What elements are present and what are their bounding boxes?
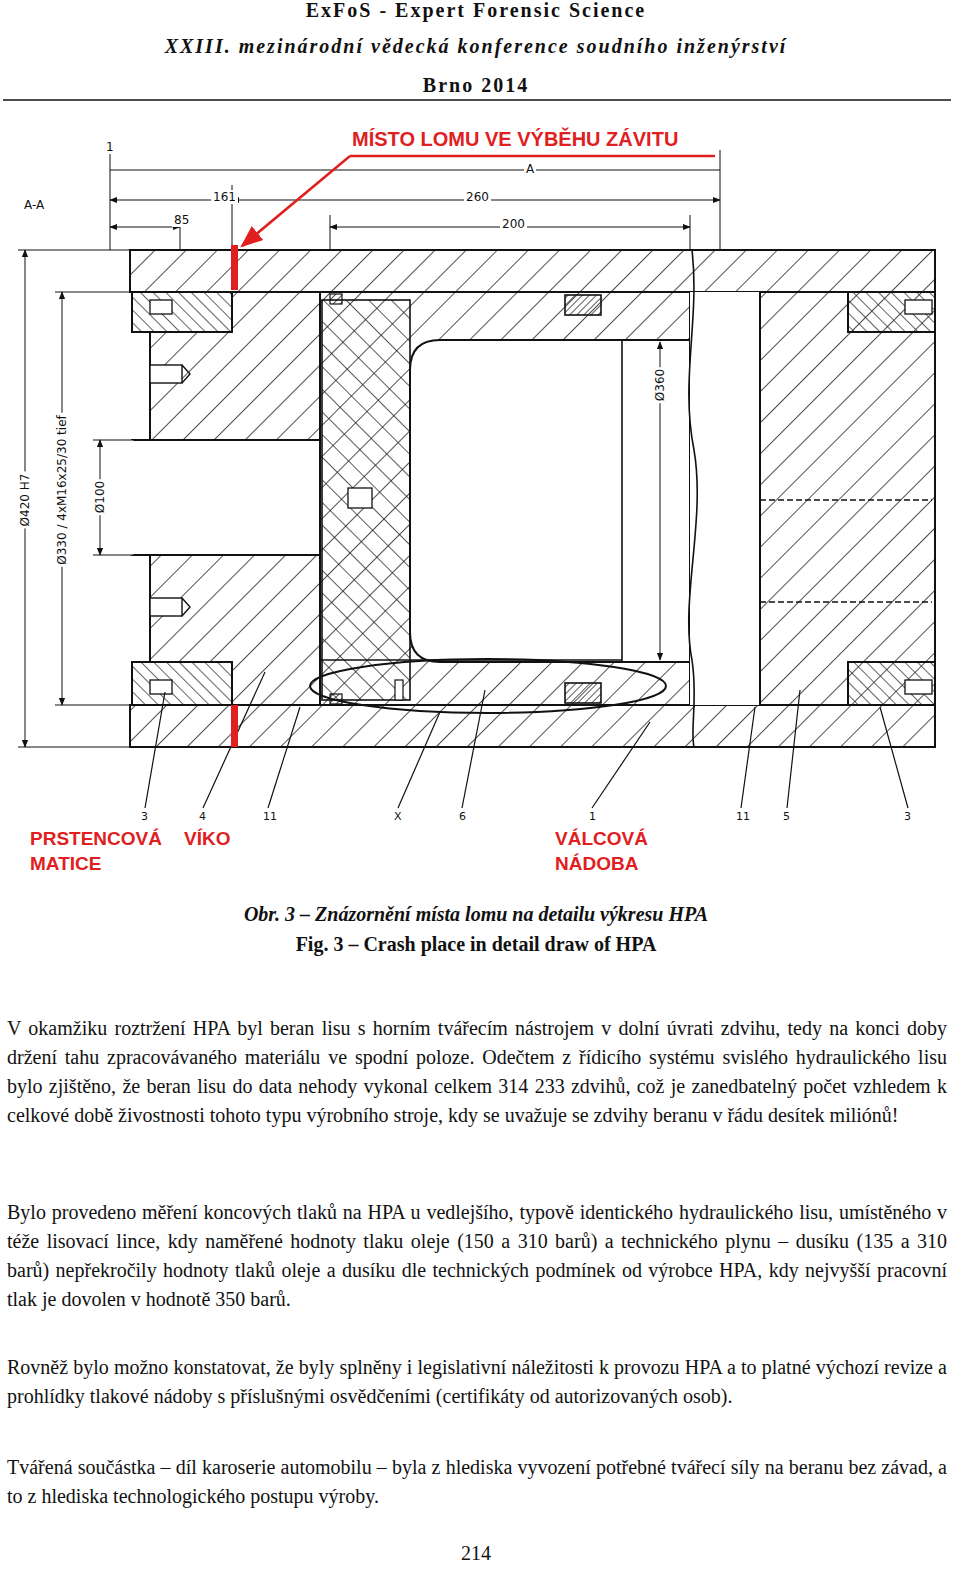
drawing-line [787, 690, 800, 808]
body-paragraph: Bylo provedeno měření koncových tlaků na… [7, 1198, 947, 1314]
callout-number: 5 [782, 810, 791, 823]
drawing-line [621, 340, 623, 662]
dimension-value: 161 [211, 190, 238, 204]
drawing-line [760, 499, 932, 500]
callout-number: X [393, 810, 403, 823]
leader-lines [145, 672, 908, 808]
drawing-line [93, 555, 135, 556]
drawing-rect [150, 365, 182, 383]
drawing-rect [132, 662, 232, 705]
conference-header: XXIII. mezinárodní vědecká konference so… [0, 35, 956, 58]
drawing-rect [322, 300, 410, 700]
drawing-line [330, 215, 331, 250]
drawing-line [18, 250, 130, 251]
drawing-rect [132, 440, 320, 555]
drawing-line [55, 292, 135, 293]
drawing-line [3, 99, 951, 100]
drawing-rect [330, 294, 342, 304]
drawing-rect [760, 292, 935, 705]
dimension-value: 85 [172, 213, 191, 227]
drawing-line [110, 227, 180, 228]
drawing-line [145, 692, 165, 808]
body-paragraph: V okamžiku roztržení HPA byl beran lisu … [7, 1014, 947, 1130]
drawing-line [880, 707, 908, 808]
drawing-line [93, 440, 135, 441]
figure-caption-en: Fig. 3 – Crash place in detail draw of H… [0, 933, 956, 956]
drawing-path [689, 250, 697, 747]
drawing-rect [905, 300, 932, 314]
dimension-value: Ø330 / 4xM16x25/30 tief [55, 413, 69, 567]
drawing-line [110, 170, 720, 171]
part-name: PRSTENCOVÁ MATICE [30, 826, 180, 876]
dimension-value: 260 [464, 190, 491, 204]
drawing-rect [150, 598, 182, 616]
drawing-rect [231, 245, 238, 290]
drawing-rect [395, 680, 403, 700]
drawing-line [203, 672, 265, 808]
drawing-rect [231, 705, 238, 747]
figure-caption: Obr. 3 – Znázornění místa lomu na detail… [0, 903, 956, 926]
drawing-line [131, 440, 134, 555]
drawing-line [462, 690, 485, 808]
dimension-value: Ø360 [653, 367, 667, 403]
drawing-rect [565, 295, 601, 315]
vessel-section [130, 250, 935, 747]
callout-number: 11 [262, 810, 278, 823]
dimension-value: 200 [500, 217, 527, 231]
drawing-rect [320, 292, 690, 705]
body-paragraph: Rovněž bylo možno konstatovat, že byly s… [7, 1353, 947, 1411]
dimension-lines [18, 150, 720, 747]
drawing-rect [150, 300, 172, 314]
drawing-rect [848, 292, 935, 332]
drawing-path [182, 598, 190, 616]
drawing-rect [348, 488, 372, 508]
callout-number: 3 [140, 810, 149, 823]
part-name: VÍKO [184, 826, 230, 851]
callout-number: 3 [903, 810, 912, 823]
dimension-value: Ø100 [93, 479, 107, 515]
drawing-line [18, 747, 130, 748]
dimension-mark: 1 [104, 140, 116, 154]
drawing-rect [690, 292, 760, 705]
callout-number: 11 [735, 810, 751, 823]
dimension-mark: A [524, 162, 536, 176]
callout-number: 4 [198, 810, 207, 823]
drawing-rect [130, 250, 935, 292]
drawing-rect [905, 680, 932, 694]
drawing-rect [565, 683, 601, 703]
callout-number: 1 [588, 810, 597, 823]
section-mark: A-A [22, 198, 46, 212]
drawing-line [690, 215, 691, 250]
journal-header: ExFoS - Expert Forensic Science [0, 0, 956, 22]
callout-number: 6 [458, 810, 467, 823]
drawing-rect [132, 292, 232, 332]
page-number: 214 [0, 1542, 956, 1565]
fracture-label: MÍSTO LOMU VE VÝBĚHU ZÁVITU [352, 127, 678, 152]
dimension-value: Ø420 H7 [18, 472, 32, 529]
drawing-rect [150, 680, 172, 694]
drawing-path [182, 365, 190, 383]
conference-place: Brno 2014 [0, 74, 956, 97]
drawing-line [350, 155, 715, 158]
drawing-path [410, 340, 690, 662]
drawing-rect [848, 662, 935, 705]
drawing-line [760, 601, 932, 602]
drawing-line [592, 722, 650, 808]
drawing-line [55, 705, 135, 706]
drawing-ellipse [310, 659, 666, 713]
drawing-line [242, 156, 350, 246]
drawing-line [741, 707, 755, 808]
fracture-marks [231, 156, 715, 747]
drawing-line [268, 707, 300, 808]
drawing-line [398, 712, 440, 808]
body-paragraph: Tvářená součástka – díl karoserie automo… [7, 1453, 947, 1511]
part-name: VÁLCOVÁ NÁDOBA [555, 826, 665, 876]
